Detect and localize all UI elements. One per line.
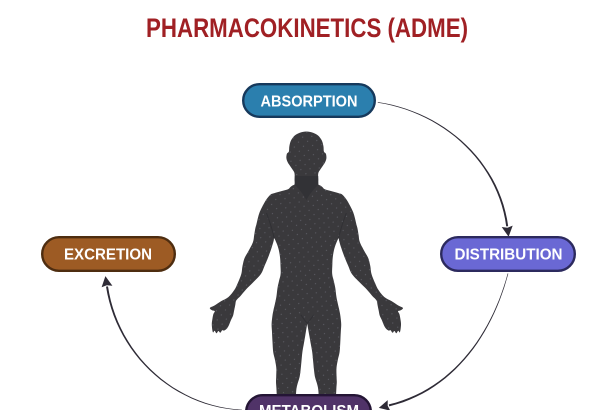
- svg-text:METABOLISM: METABOLISM: [259, 403, 359, 410]
- svg-text:PHARMACOKINETICS (ADME): PHARMACOKINETICS (ADME): [146, 13, 468, 43]
- svg-text:ABSORPTION: ABSORPTION: [261, 94, 358, 111]
- svg-text:EXCRETION: EXCRETION: [64, 247, 152, 264]
- svg-text:DISTRIBUTION: DISTRIBUTION: [455, 247, 563, 264]
